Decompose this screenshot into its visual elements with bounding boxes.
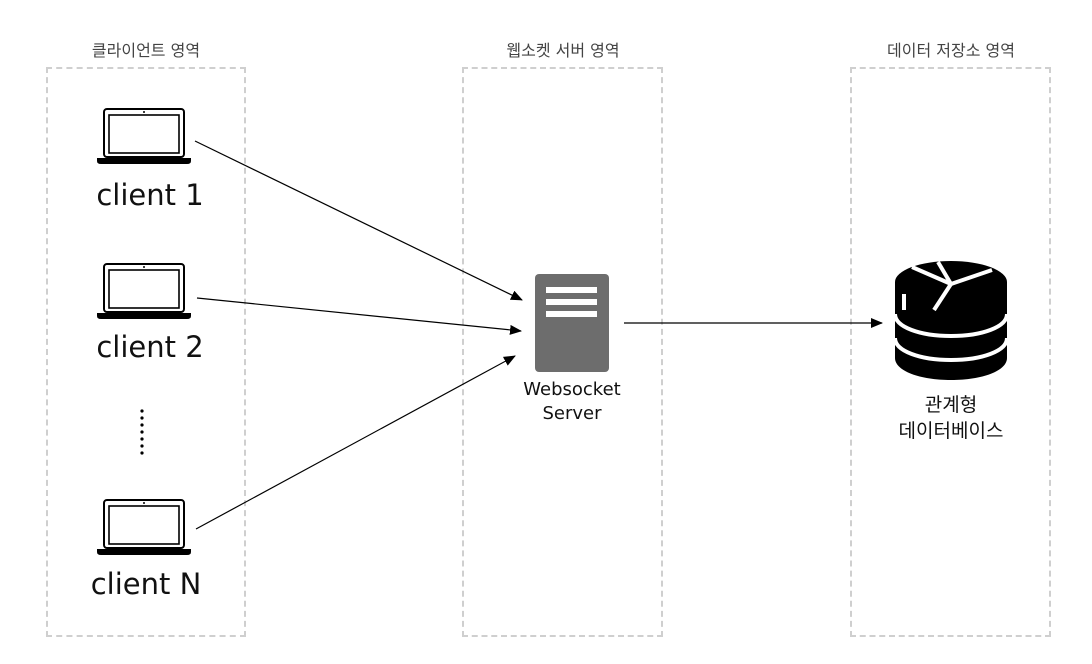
- laptop-icon: [97, 108, 191, 164]
- arrow-client2-to-server: [196, 297, 522, 335]
- storage-region-title: 데이터 저장소 영역: [887, 41, 1015, 60]
- laptop-icon: [97, 263, 191, 319]
- database-label: 관계형 데이터베이스: [880, 392, 1022, 444]
- client-region: [46, 67, 246, 637]
- server-region: [462, 67, 663, 637]
- server-icon: [535, 274, 609, 372]
- database-icon: [893, 260, 1009, 380]
- client-region-title: 클라이언트 영역: [91, 41, 201, 60]
- database-label-line2: 데이터베이스: [898, 420, 1004, 442]
- laptop-icon: [97, 499, 191, 555]
- server-label-line1: Websocket: [523, 379, 621, 400]
- arrow-client1-to-server: [194, 140, 523, 301]
- server-region-title: 웹소켓 서버 영역: [506, 41, 620, 60]
- client-n-label: client N: [90, 567, 202, 601]
- database-label-line1: 관계형: [924, 394, 978, 416]
- server-label-line2: Server: [542, 403, 602, 424]
- client-2-label: client 2: [96, 330, 204, 364]
- arrow-clientN-to-server: [195, 355, 516, 530]
- storage-region: [850, 67, 1051, 637]
- client-1-label: client 1: [96, 178, 204, 212]
- vertical-dots-icon: [140, 409, 144, 455]
- server-label: Websocket Server: [502, 378, 642, 426]
